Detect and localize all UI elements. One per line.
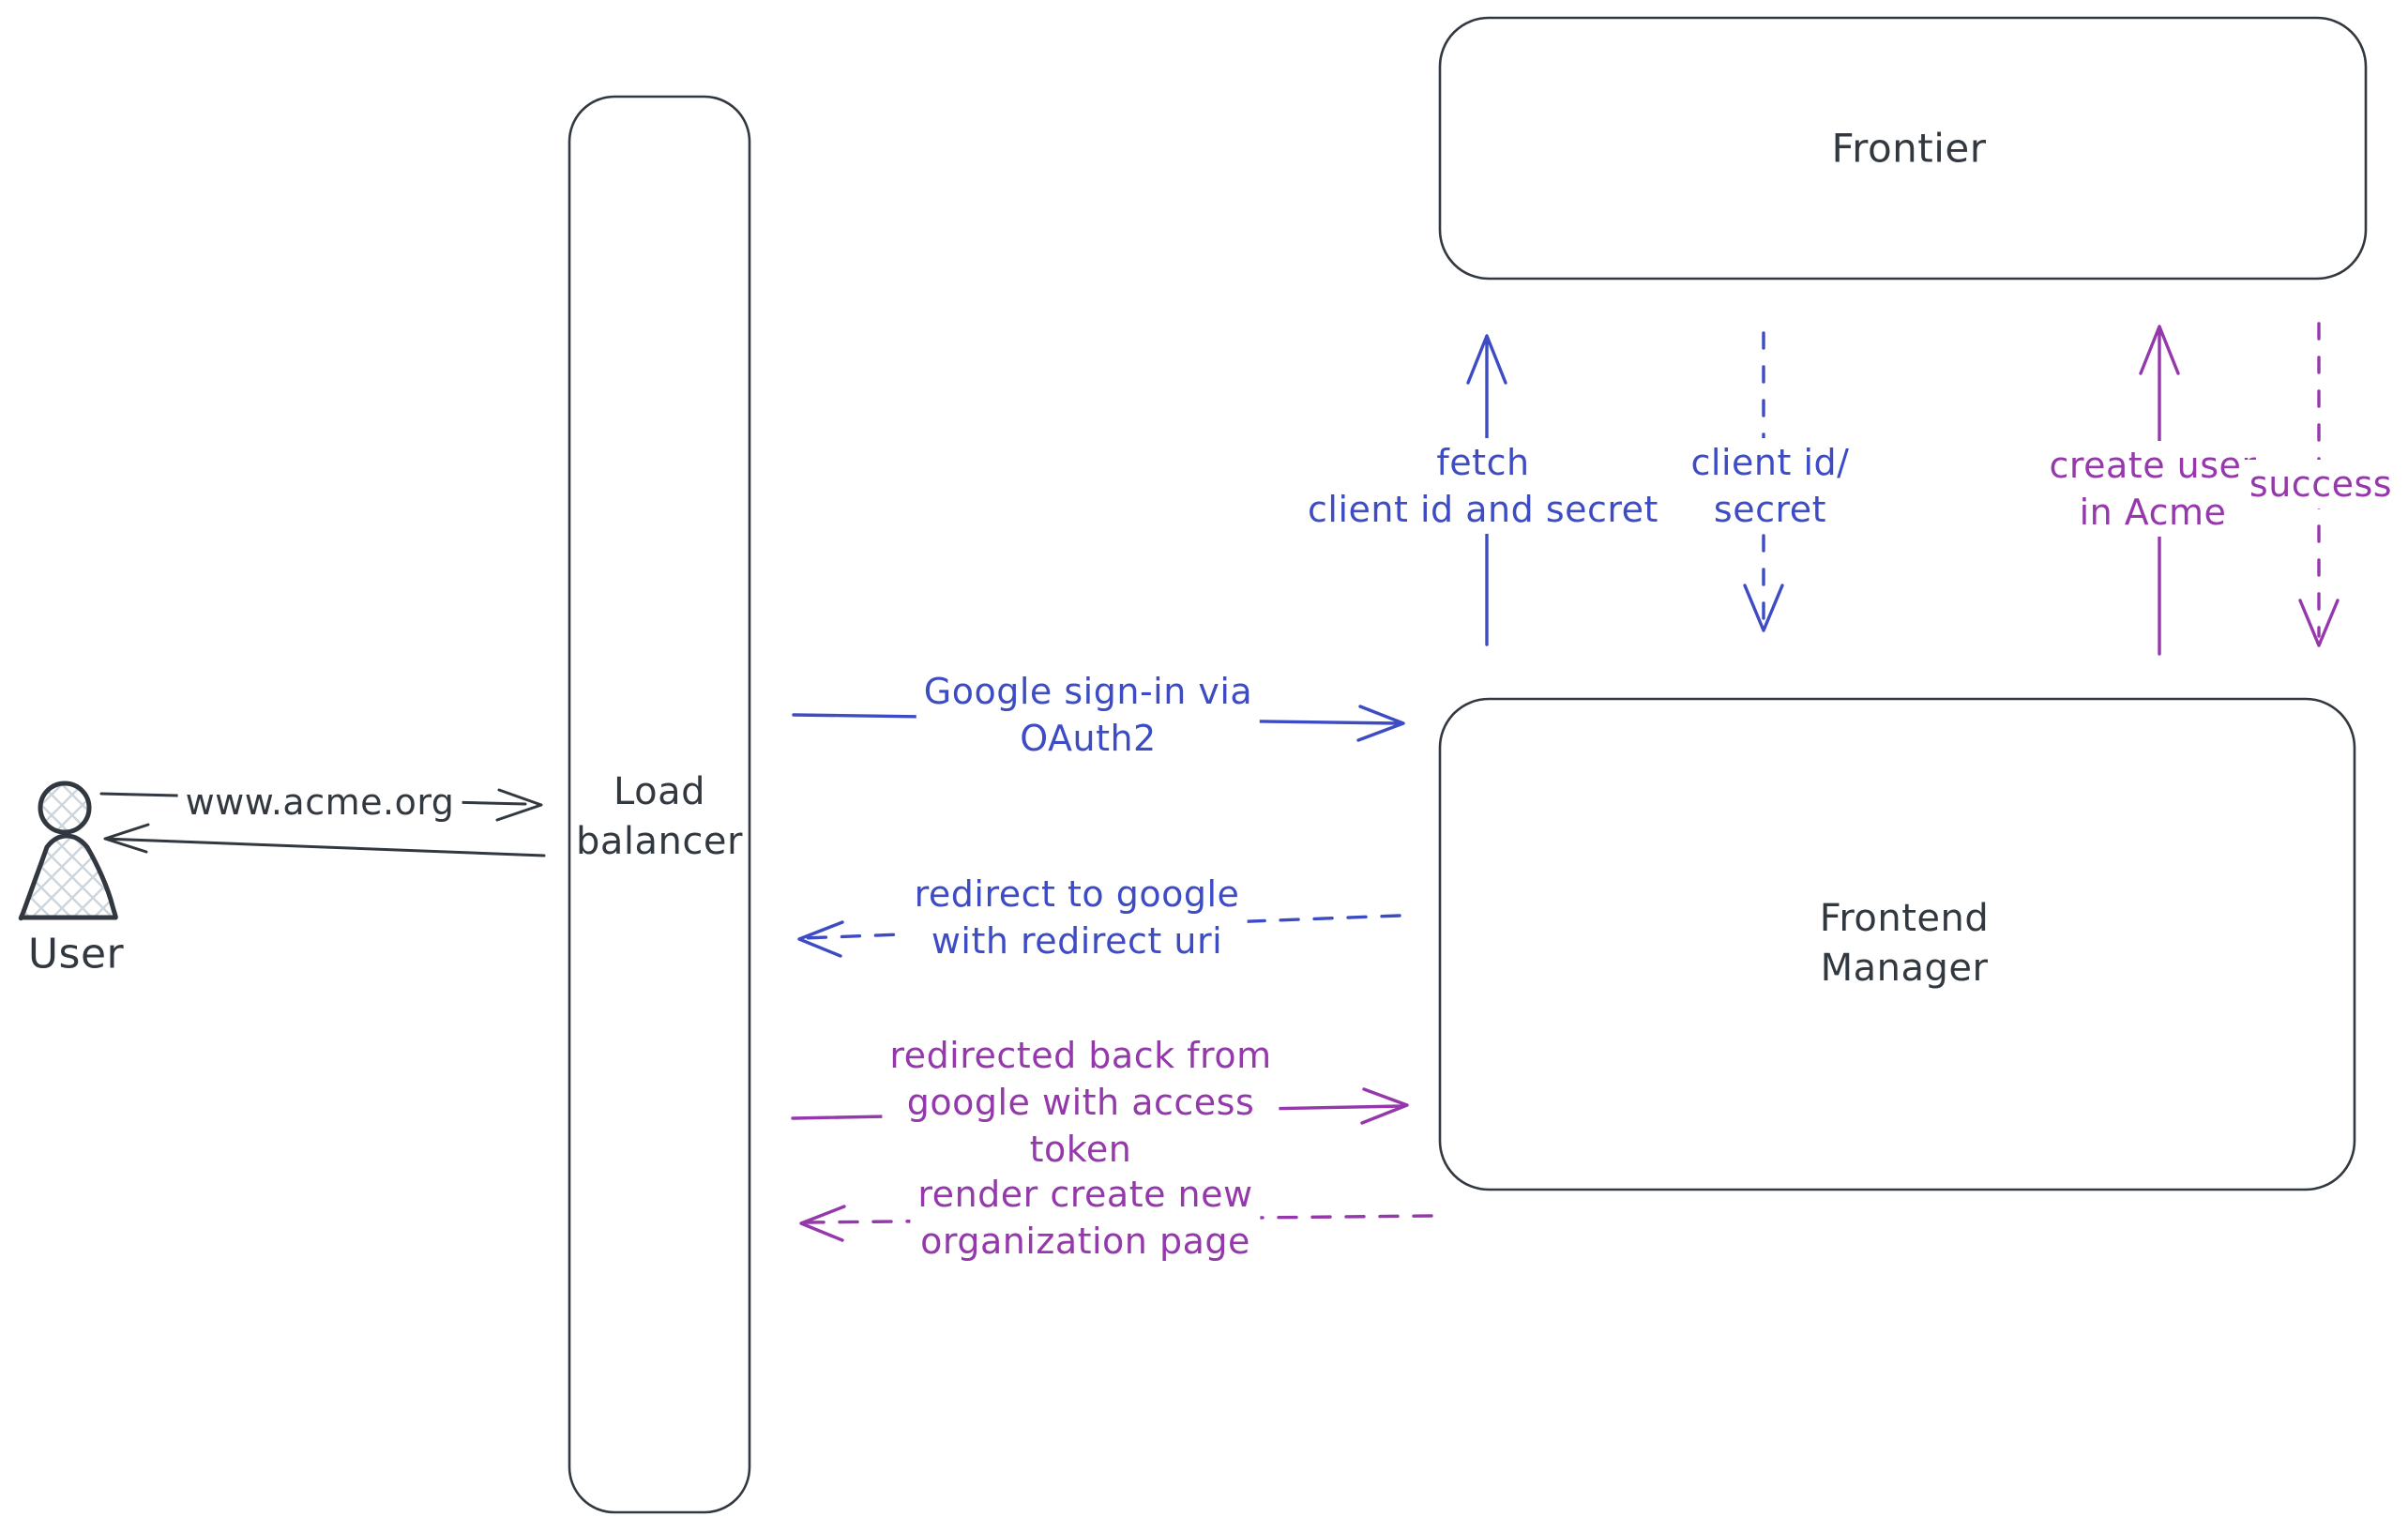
edge-redirect-to-google-arrowhead (797, 920, 844, 958)
edge-label-render-org-page: render create new organization page (910, 1170, 1261, 1266)
frontend-manager-label-line-2: Manager (1820, 947, 1989, 990)
edge-render-org-page-arrowhead (799, 1205, 846, 1242)
edge-label-redirect-to-google-line-2: with redirect uri (931, 920, 1223, 962)
edge-label-success: success (2241, 460, 2400, 508)
edge-label-fetch-client-id-secret: fetch client id and secret (1300, 438, 1666, 534)
edge-client-id-secret-arrowhead (1743, 584, 1784, 632)
frontend-manager-label: Frontend Manager (1820, 894, 1990, 994)
edge-label-create-user-line-1: create user (2049, 445, 2257, 486)
edge-success-arrowhead (2298, 599, 2340, 647)
edge-label-create-user: create user in Acme (2041, 441, 2264, 537)
edge-label-redirected-back-line-3: token (1029, 1129, 1132, 1170)
edge-label-redirect-to-google-line-1: redirect to google (914, 873, 1240, 915)
edge-label-www-acme-org: www.acme.org (177, 778, 462, 827)
load-balancer-label-line-2: balancer (576, 820, 743, 863)
load-balancer-node (568, 95, 751, 1514)
edge-label-client-id-secret: client id/ secret (1683, 438, 1857, 534)
load-balancer-label: Load balancer (576, 767, 743, 867)
edge-label-redirected-back-line-2: google with access (906, 1082, 1255, 1123)
edge-label-render-org-line-1: render create new (917, 1174, 1253, 1215)
edge-label-redirected-back: redirected back from google with access … (882, 1031, 1280, 1174)
edge-label-google-signin-line-1: Google sign-in via (923, 671, 1253, 712)
edge-label-redirect-to-google: redirect to google with redirect uri (906, 870, 1248, 965)
frontier-node (1438, 16, 2368, 281)
edge-label-client-id-line-1: client id/ (1690, 442, 1850, 483)
edge-label-fetch-line-1: fetch (1436, 442, 1530, 483)
edge-label-client-id-line-2: secret (1713, 489, 1827, 530)
frontend-manager-label-line-1: Frontend (1819, 897, 1990, 940)
user-actor-icon (18, 781, 118, 921)
load-balancer-label-line-1: Load (613, 770, 705, 813)
user-label: User (27, 930, 125, 978)
edge-label-google-signin: Google sign-in via OAuth2 (916, 667, 1261, 763)
edge-label-fetch-line-2: client id and secret (1308, 489, 1658, 530)
edge-label-redirected-back-line-1: redirected back from (889, 1035, 1272, 1076)
edge-label-create-user-line-2: in Acme (2079, 492, 2227, 533)
edge-label-render-org-line-2: organization page (920, 1221, 1250, 1262)
edge-lb-to-user (103, 823, 546, 857)
frontier-label: Frontier (1831, 125, 1987, 172)
edge-label-google-signin-line-2: OAuth2 (1020, 718, 1157, 759)
frontend-manager-node (1438, 697, 2356, 1191)
